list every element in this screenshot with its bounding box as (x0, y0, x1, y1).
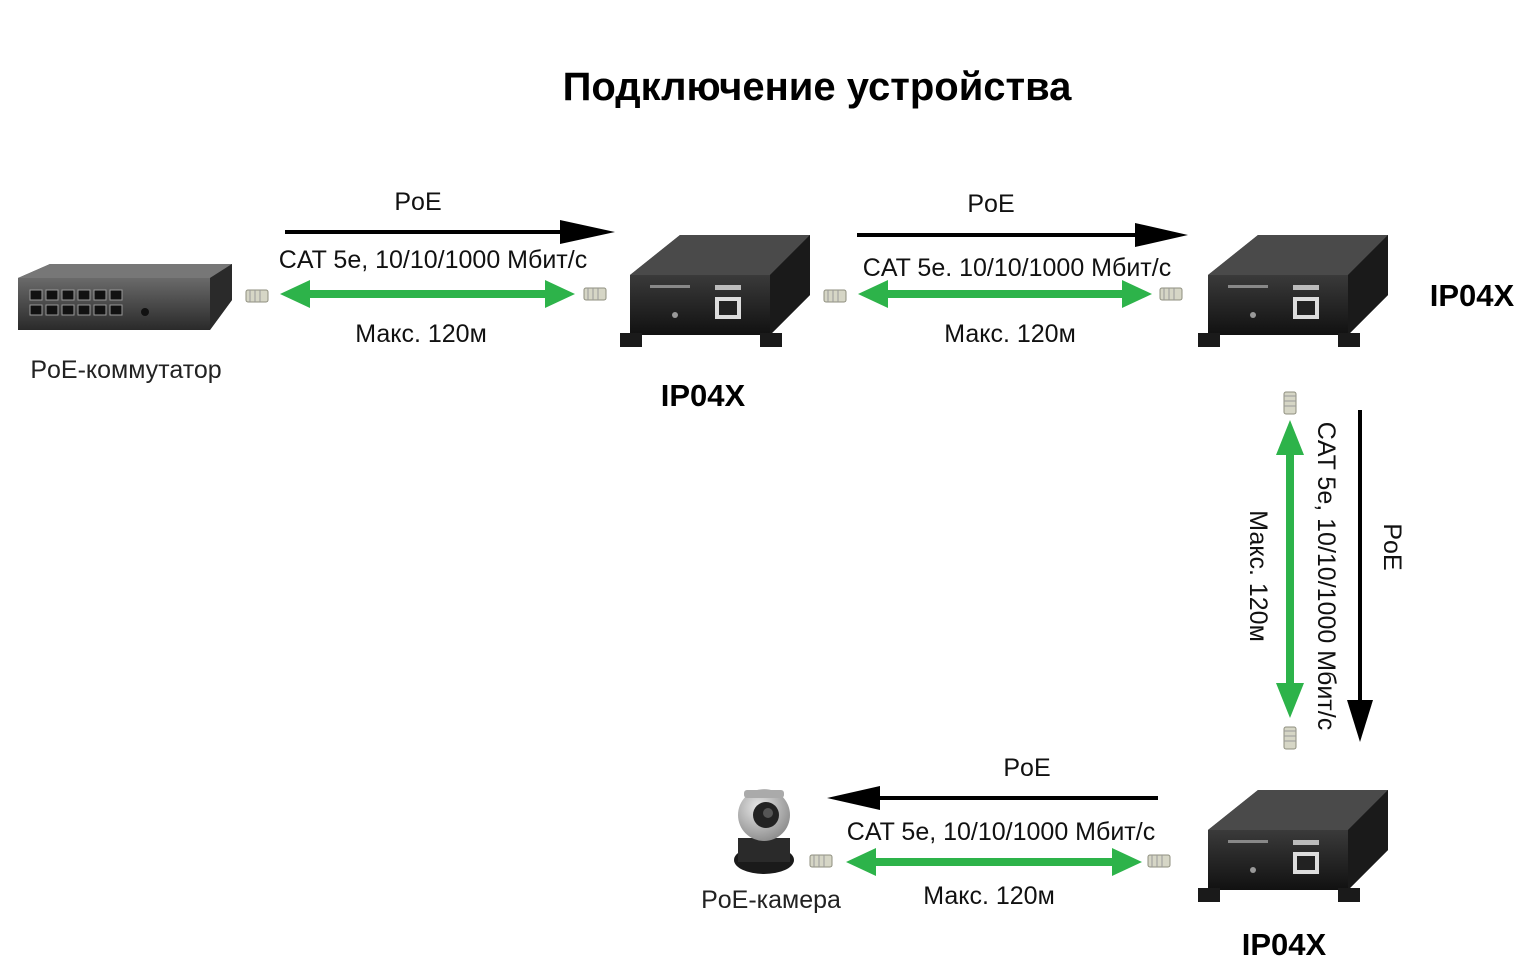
power-arrow-1-head (560, 220, 615, 244)
distance-label-2: Макс. 120м (944, 320, 1076, 348)
power-arrow-4-head (827, 786, 880, 810)
distance-label-3: Макс. 120м (1244, 510, 1272, 642)
connector-plug (583, 287, 607, 301)
cable-arrow-3 (1276, 420, 1304, 718)
poe-switch-image (18, 264, 232, 330)
cable-label-4: CAT 5e, 10/10/1000 Мбит/с (847, 818, 1155, 846)
connector-plug (1147, 854, 1171, 868)
ip04x-device-2 (1198, 235, 1388, 347)
cable-label-3: CAT 5e, 10/10/1000 Мбит/с (1312, 422, 1340, 730)
device-label-1: IP04X (661, 378, 746, 413)
ip04x-device-3 (1198, 790, 1388, 902)
switch-label: PoE-коммутатор (30, 356, 221, 384)
cable-arrow-4 (846, 848, 1142, 876)
connector-plug (1283, 391, 1297, 415)
cable-label-2: CAT 5e. 10/10/1000 Мбит/с (863, 254, 1171, 282)
poe-camera-image (734, 789, 794, 874)
page-title: Подключение устройства (563, 65, 1073, 109)
connector-plug (823, 289, 847, 303)
cable-arrow-1 (280, 280, 575, 308)
connector-plug (245, 289, 269, 303)
device-label-2: IP04X (1430, 278, 1515, 313)
cable-label-1: CAT 5e, 10/10/1000 Мбит/с (279, 246, 587, 274)
connector-plug (1283, 726, 1297, 750)
connector-plug (1159, 287, 1183, 301)
distance-label-4: Макс. 120м (923, 882, 1055, 910)
device-label-3: IP04X (1242, 927, 1327, 962)
power-arrow-3-head (1347, 700, 1373, 742)
poe-label-4: PoE (1003, 754, 1050, 782)
camera-label: PoE-камера (701, 886, 841, 914)
ip04x-device-1 (620, 235, 810, 347)
poe-label-3: PoE (1378, 523, 1406, 570)
poe-label-1: PoE (394, 188, 441, 216)
poe-label-2: PoE (967, 190, 1014, 218)
connector-plug (809, 854, 833, 868)
distance-label-1: Макс. 120м (355, 320, 487, 348)
cable-arrow-2 (858, 280, 1152, 308)
power-arrow-2-head (1135, 223, 1188, 247)
